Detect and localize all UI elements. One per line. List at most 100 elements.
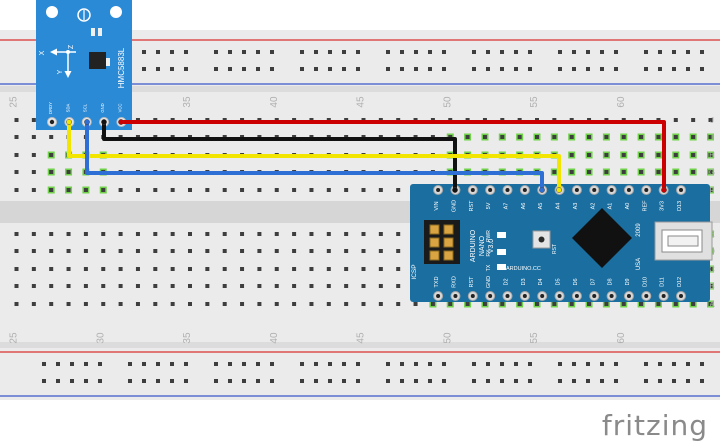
rail-hole <box>686 67 690 71</box>
rail-hole <box>514 362 518 366</box>
breadboard-hole <box>14 267 19 271</box>
rail-hole <box>142 67 146 71</box>
wire-vcc-3v3[interactable] <box>119 120 666 192</box>
breadboard-hole <box>378 267 383 271</box>
rail-hole <box>572 50 576 54</box>
arduino-pin-hole <box>661 294 666 298</box>
column-label: 60 <box>616 332 627 344</box>
rail-hole <box>400 362 404 366</box>
breadboard-hole <box>118 249 123 253</box>
wire-scl-a5[interactable] <box>85 120 544 192</box>
breadboard-hole <box>396 267 401 271</box>
breadboard-hole <box>378 188 383 192</box>
arduino-pin-hole <box>609 188 614 192</box>
breadboard-hole <box>656 135 661 139</box>
breadboard-hole <box>309 267 314 271</box>
breadboard-hole <box>83 232 88 236</box>
arduino-pin-hole <box>470 188 475 192</box>
rail-hole <box>270 362 274 366</box>
breadboard-hole <box>188 188 192 192</box>
breadboard-hole <box>170 284 175 288</box>
rail-hole <box>314 379 318 383</box>
breadboard-hole <box>361 302 366 306</box>
breadboard-hole <box>309 302 314 306</box>
rail-hole <box>242 362 246 366</box>
sensor-pin-label: SDA <box>65 103 70 112</box>
breadboard-hole <box>188 232 192 236</box>
breadboard-hole <box>378 249 383 253</box>
breadboard-hole <box>153 267 158 271</box>
breadboard-hole <box>396 249 401 253</box>
mounting-hole-right <box>110 6 122 18</box>
breadboard-hole <box>309 249 314 253</box>
breadboard-hole <box>153 284 158 288</box>
breadboard-hole <box>587 302 592 306</box>
breadboard-hole <box>222 232 227 236</box>
rail-hole <box>228 362 232 366</box>
breadboard-hole <box>587 153 592 157</box>
rail-hole <box>400 67 404 71</box>
rail-hole <box>42 362 46 366</box>
breadboard-hole <box>31 249 36 253</box>
breadboard-hole <box>656 170 661 174</box>
arduino-pin-hole <box>453 294 458 298</box>
arduino-bottom-pin-label: D6 <box>573 278 579 285</box>
rail-hole <box>658 50 662 54</box>
rail-hole <box>300 50 304 54</box>
arduino-pin-hole <box>522 188 527 192</box>
rail-hole <box>170 362 174 366</box>
rail-hole <box>442 362 446 366</box>
column-label: 60 <box>616 96 627 108</box>
rail-hole <box>214 379 218 383</box>
rail-hole <box>214 50 218 54</box>
arduino-top-pin-label: A3 <box>573 203 579 210</box>
wire-end <box>118 119 124 125</box>
arduino-pin-hole <box>679 188 683 192</box>
breadboard-hole <box>344 302 349 306</box>
rail-hole <box>428 362 432 366</box>
rail-hole <box>614 67 618 71</box>
rail-hole <box>300 67 304 71</box>
arduino-top-pin-label: D13 <box>677 201 683 211</box>
arduino-bottom-pin-label: TXD <box>434 276 440 287</box>
rail-hole <box>128 379 132 383</box>
breadboard-hole <box>188 302 192 306</box>
breadboard-hole <box>222 267 227 271</box>
rail-hole <box>572 362 576 366</box>
rail-hole <box>414 379 418 383</box>
column-label: 50 <box>442 332 453 344</box>
breadboard-hole <box>708 188 713 192</box>
breadboard-hole <box>569 170 574 174</box>
rail-hole <box>228 379 232 383</box>
rail-hole <box>672 379 676 383</box>
breadboard-hole <box>14 135 19 139</box>
rail-hole <box>686 50 690 54</box>
rail-hole <box>184 362 188 366</box>
rail-hole <box>658 362 662 366</box>
rail-hole <box>214 67 218 71</box>
wire-sda-a4[interactable] <box>67 120 561 192</box>
breadboard-hole <box>170 267 175 271</box>
rx-led-label: RX <box>486 249 492 257</box>
arduino-pin-hole <box>540 294 545 298</box>
arduino-pin-hole <box>436 188 441 192</box>
rail-hole <box>314 362 318 366</box>
rail-hole <box>184 379 188 383</box>
rail-hole <box>442 379 446 383</box>
breadboard-hole <box>708 284 713 288</box>
rail-hole <box>500 379 504 383</box>
rail-hole <box>558 67 562 71</box>
breadboard-hole <box>257 249 262 253</box>
breadboard-hole <box>135 188 140 192</box>
column-label: 45 <box>356 96 367 108</box>
rail-hole <box>314 67 318 71</box>
breadboard-hole <box>430 302 435 306</box>
wire-gnd-gnd[interactable] <box>102 120 457 192</box>
breadboard-hole <box>188 284 192 288</box>
axis-y-label: Y <box>57 69 64 74</box>
sensor-pin-label: SCL <box>83 103 88 112</box>
wire-end <box>661 187 667 193</box>
breadboard-hole <box>274 267 279 271</box>
breadboard-hole <box>14 170 19 174</box>
breadboard-hole <box>708 267 713 271</box>
